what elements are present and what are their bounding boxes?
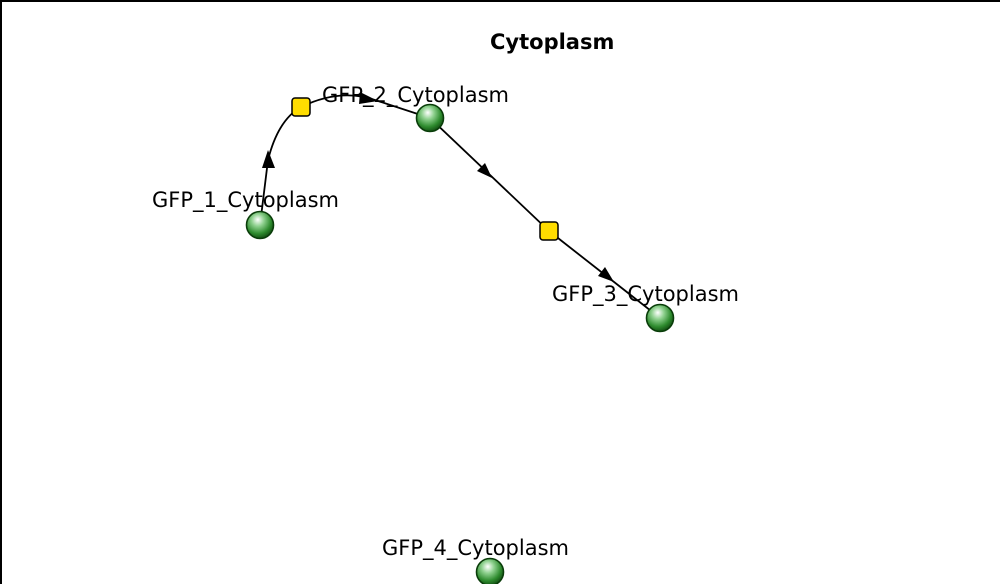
reaction-node-r1[interactable] bbox=[291, 97, 311, 117]
compartment-title: Cytoplasm bbox=[490, 30, 614, 54]
species-label-gfp1: GFP_1_Cytoplasm bbox=[152, 188, 339, 213]
species-node-gfp2[interactable] bbox=[415, 103, 445, 133]
arrowhead-r2-reactant bbox=[477, 163, 492, 178]
species-node-gfp3[interactable] bbox=[645, 303, 675, 333]
reaction-node-r2[interactable] bbox=[539, 221, 559, 241]
species-label-gfp2: GFP_2_Cytoplasm bbox=[322, 83, 509, 108]
arrowhead-r1-reactant bbox=[262, 150, 275, 168]
arrowhead-r1-product bbox=[359, 92, 378, 104]
species-node-gfp4[interactable] bbox=[475, 557, 505, 584]
arrowhead-r2-product bbox=[598, 267, 614, 282]
species-label-gfp3: GFP_3_Cytoplasm bbox=[552, 282, 739, 307]
species-node-gfp1[interactable] bbox=[245, 210, 275, 240]
species-label-gfp4: GFP_4_Cytoplasm bbox=[382, 536, 569, 561]
